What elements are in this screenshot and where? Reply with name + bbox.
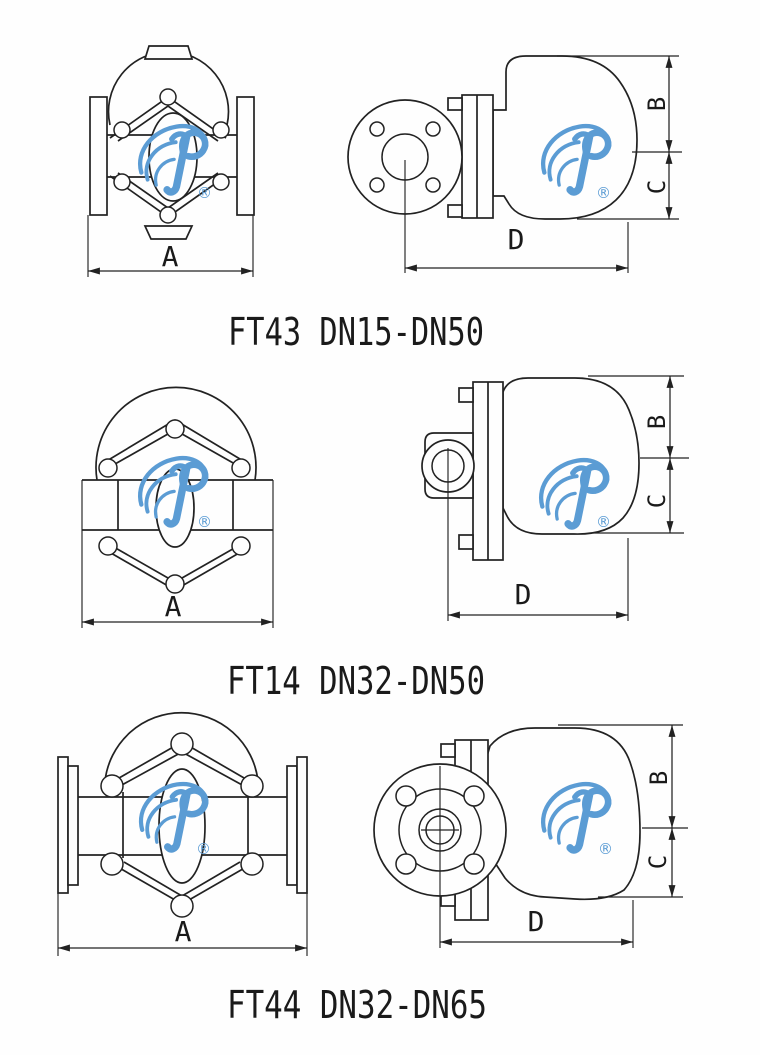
registered-mark: ® — [197, 513, 212, 531]
dim-label-c: C — [644, 855, 672, 869]
ft14-front-view: A ® — [81, 386, 274, 628]
bolt-stud-top — [447, 97, 463, 111]
flange-center-lines — [421, 766, 459, 948]
dim-label-a: A — [162, 240, 179, 273]
dim-label-d: D — [528, 905, 545, 938]
dim-label-c: C — [643, 180, 671, 194]
dim-label-d: D — [515, 578, 532, 611]
trap-body-outline — [479, 727, 641, 901]
top-cap — [143, 45, 194, 60]
dim-bc-extensions — [557, 55, 682, 220]
inlet-flange-face — [347, 99, 463, 215]
ft44-side-view: ® B C D — [373, 724, 688, 948]
dim-label-d: D — [508, 223, 525, 256]
ft44-front-view: A ® — [57, 711, 308, 956]
cover-bolts — [113, 88, 230, 224]
registered-mark: ® — [196, 840, 211, 858]
body-dome-outline — [104, 711, 259, 782]
bottom-cap — [143, 225, 194, 240]
dim-bc-extensions — [558, 724, 688, 898]
figure-caption: FT44 DN32-DN65 — [227, 983, 487, 1027]
figure-ft43: A ® ® B C — [87, 45, 682, 354]
figure-caption: FT14 DN32-DN50 — [227, 659, 485, 703]
cover-bolts — [98, 419, 251, 594]
dim-a-extensions — [57, 893, 308, 956]
dim-label-c: C — [643, 494, 671, 508]
dim-a-extensions — [87, 215, 254, 277]
bolt-stud-top — [440, 743, 456, 758]
dim-label-b: B — [645, 771, 673, 785]
left-flange — [57, 756, 79, 894]
dim-a-extensions — [81, 480, 274, 628]
figure-caption: FT43 DN15-DN50 — [228, 310, 484, 354]
bolt-stud-bottom — [458, 534, 474, 550]
trap-body-outline — [502, 377, 640, 535]
left-flange — [89, 96, 108, 216]
ft43-side-view: ® B C D — [347, 55, 682, 273]
registered-mark: ® — [598, 840, 613, 858]
dim-label-a: A — [165, 590, 182, 623]
dim-label-b: B — [643, 97, 671, 111]
registered-mark: ® — [596, 184, 611, 202]
bolt-stud-top — [458, 387, 474, 403]
trap-body-outline — [492, 55, 638, 220]
registered-mark: ® — [197, 184, 212, 202]
body-dome-outline — [95, 386, 257, 481]
right-flange — [236, 96, 255, 216]
ft43-front-view: A ® — [87, 45, 255, 277]
dim-label-b: B — [643, 415, 671, 429]
figure-ft44: A ® ® — [57, 711, 688, 1027]
figure-ft14: A ® ® B C D — [81, 375, 689, 703]
bolt-stud-bottom — [447, 204, 463, 218]
ft14-side-view: ® B C D — [421, 375, 689, 621]
cover-bolts — [100, 732, 264, 918]
registered-mark: ® — [596, 513, 611, 531]
right-flange — [286, 756, 308, 894]
dim-label-a: A — [175, 915, 192, 948]
